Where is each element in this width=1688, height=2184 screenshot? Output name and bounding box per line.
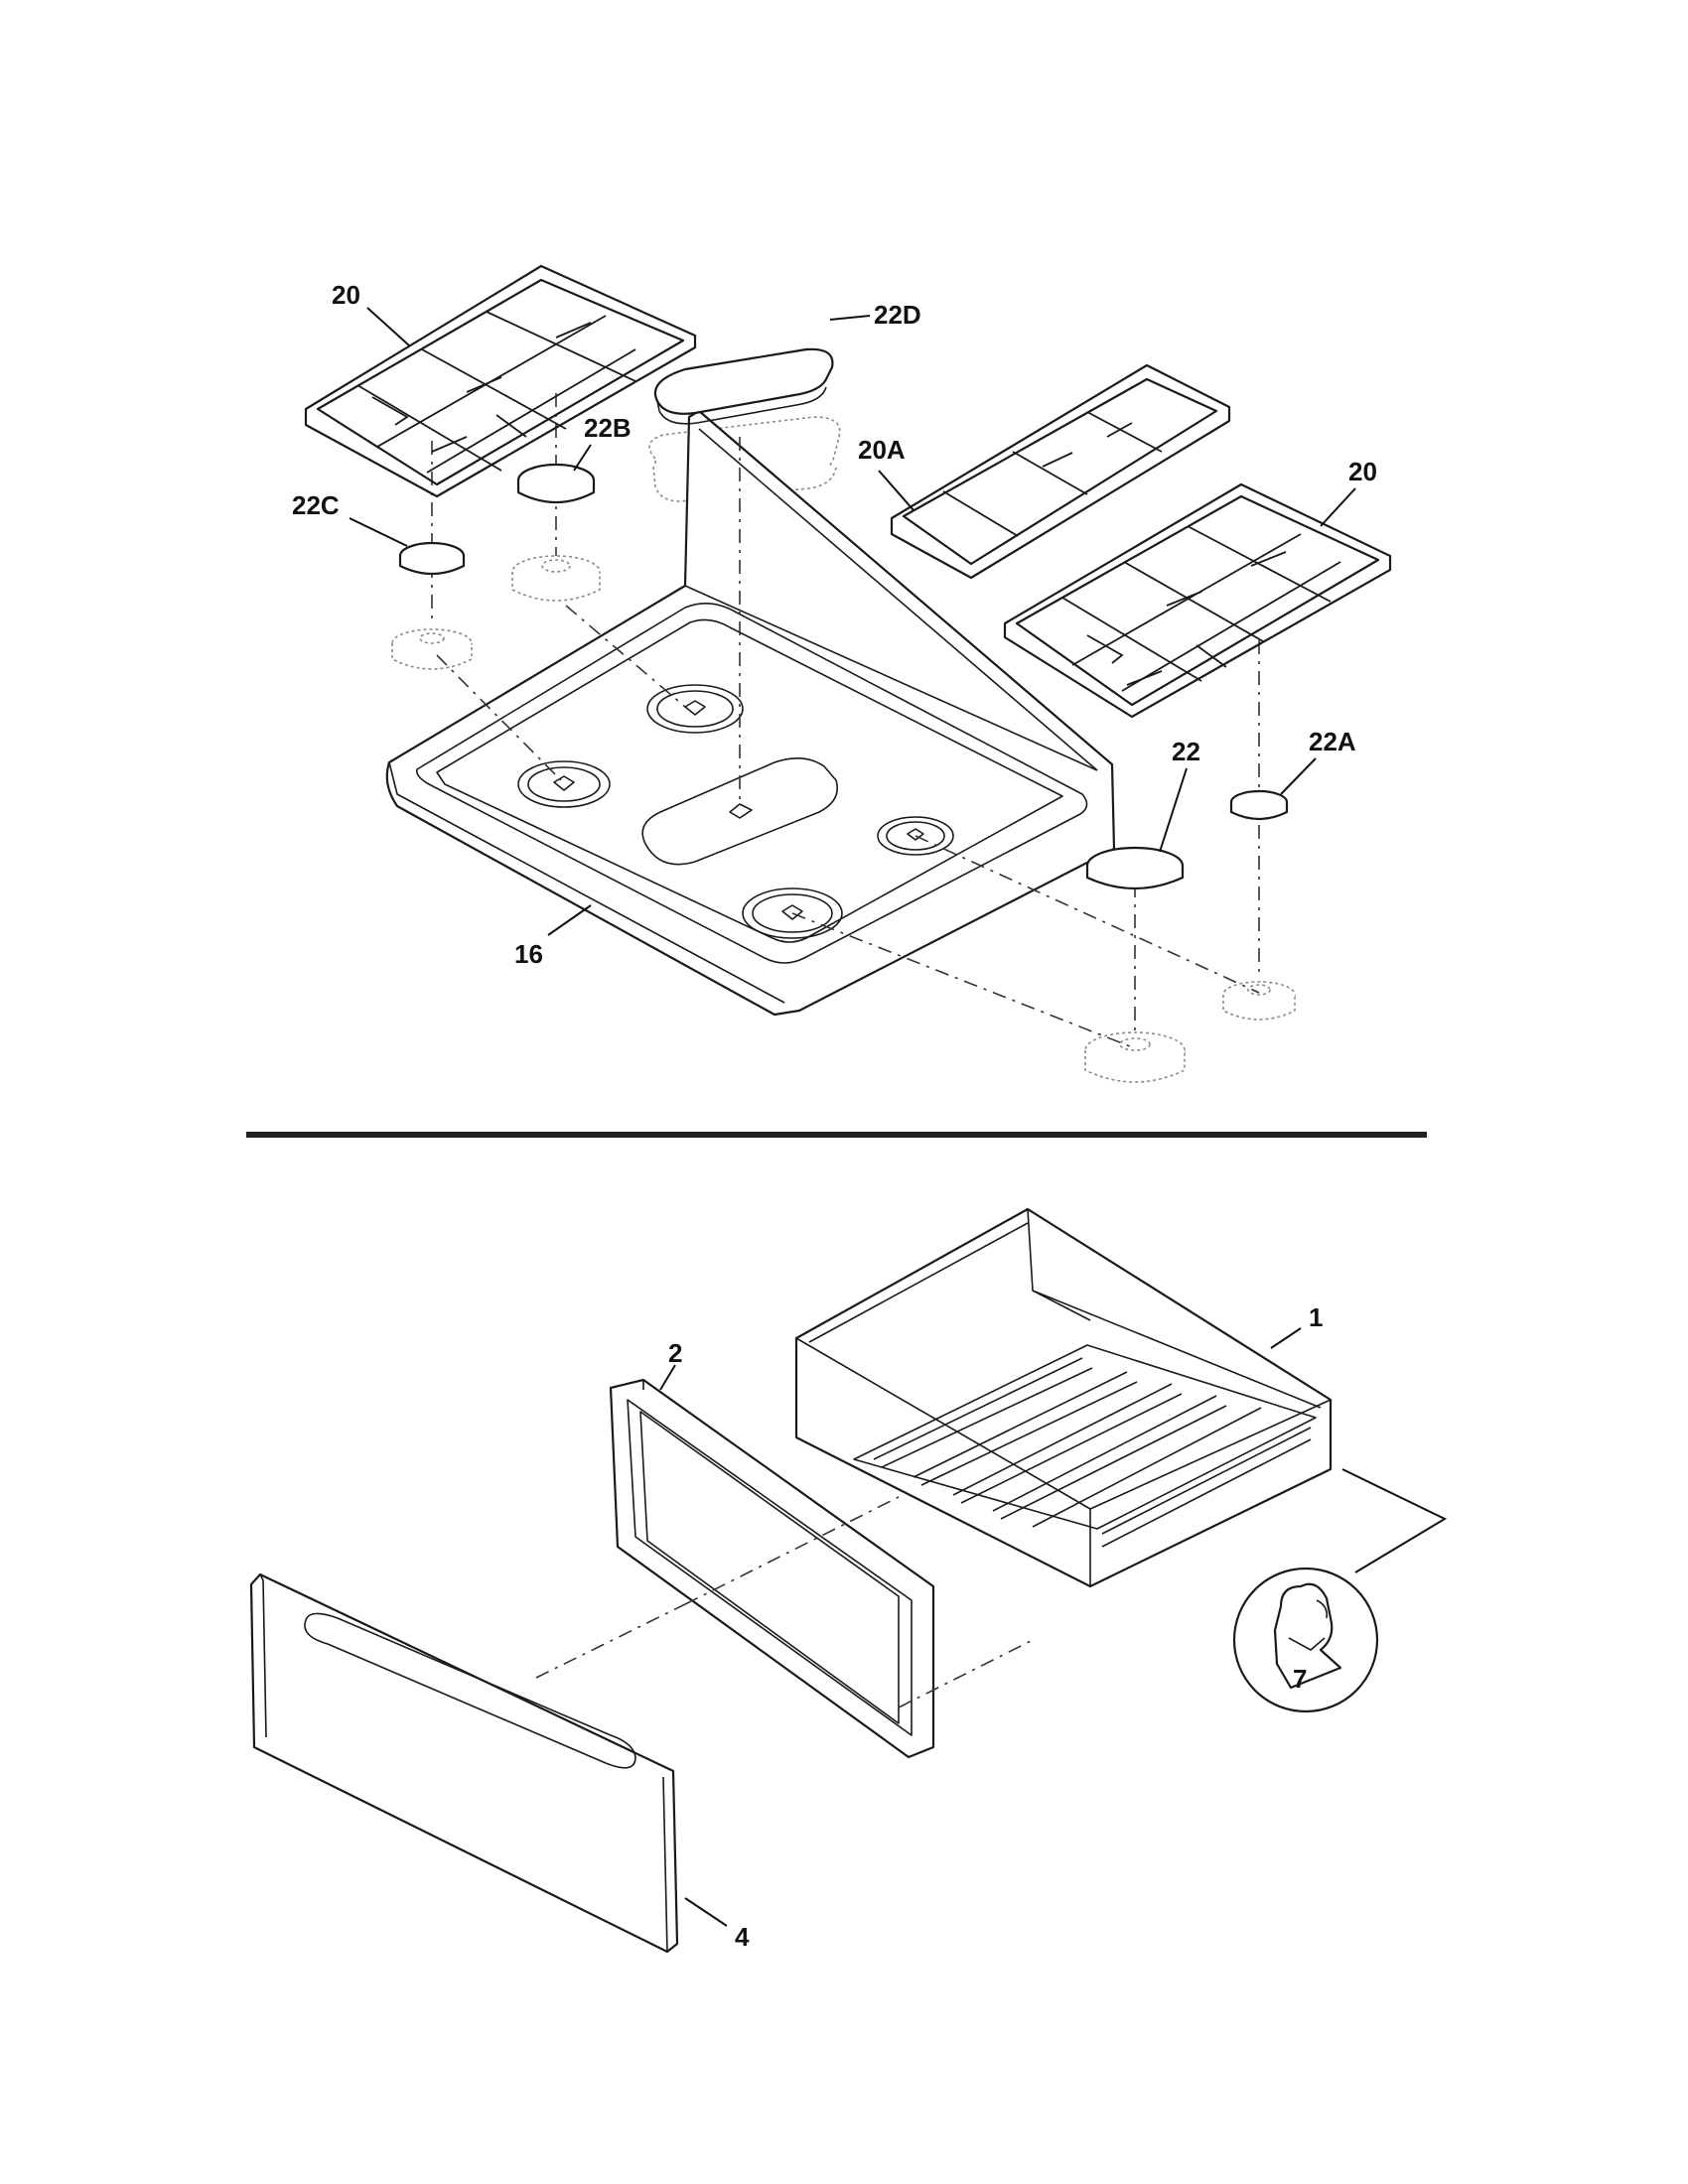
cooktop: [385, 409, 1116, 1017]
drawer-roller: [1232, 1567, 1379, 1713]
callout-drawer-panel-frame: 2: [668, 1338, 682, 1368]
callout-cap-oval: 22D: [874, 300, 921, 330]
cap-left-rear: [516, 463, 596, 504]
assembly-lines-bottom: [535, 1496, 1034, 1708]
callout-drawer-body: 1: [1309, 1302, 1323, 1332]
assembly-lines-top: [431, 393, 1260, 1049]
callout-cap-small-right: 22A: [1309, 727, 1356, 756]
callout-cooktop: 16: [514, 939, 543, 969]
cap-left-front: [398, 541, 466, 576]
callout-cap-left-front: 22C: [292, 490, 340, 520]
callout-cap-left-rear: 22B: [584, 413, 632, 443]
callout-drawer-front: 4: [735, 1922, 750, 1952]
leaders-top: [349, 307, 1356, 936]
oval-burner-well: [641, 757, 838, 866]
grate-left: [304, 264, 697, 498]
burner-head-right-rear: [1222, 981, 1296, 1021]
callout-grate-right: 20: [1348, 457, 1377, 486]
burner-well-right-rear: [877, 816, 954, 856]
burner-head-right-front: [1084, 1031, 1186, 1083]
cooktop-section: 20 22D 22B 22C 20A 20 22 22A 16: [292, 264, 1392, 1083]
grate-center: [890, 363, 1231, 580]
leaders-bottom: [659, 1327, 1302, 1927]
burner-well-right-front: [742, 887, 843, 939]
burner-well-left-rear: [646, 684, 744, 734]
cap-oval: [653, 347, 834, 425]
drawer-front: [249, 1572, 679, 1954]
drawer-panel-frame: [609, 1378, 935, 1759]
drawer-body: [794, 1207, 1333, 1588]
burner-head-left-rear: [511, 555, 601, 602]
burner-well-left-front: [517, 760, 611, 808]
cap-small-right: [1229, 789, 1289, 821]
callout-grate-left: 20: [332, 280, 360, 310]
callout-grate-center: 20A: [858, 435, 906, 465]
cap-large-right: [1085, 846, 1185, 890]
drawer-section: 1 2 4 7: [249, 1207, 1448, 1954]
grate-right: [1003, 482, 1392, 719]
roller-leader: [1341, 1468, 1448, 1573]
burner-head-left-front: [391, 628, 473, 670]
callout-drawer-roller: 7: [1293, 1664, 1307, 1694]
callout-cap-large-right: 22: [1172, 737, 1200, 766]
